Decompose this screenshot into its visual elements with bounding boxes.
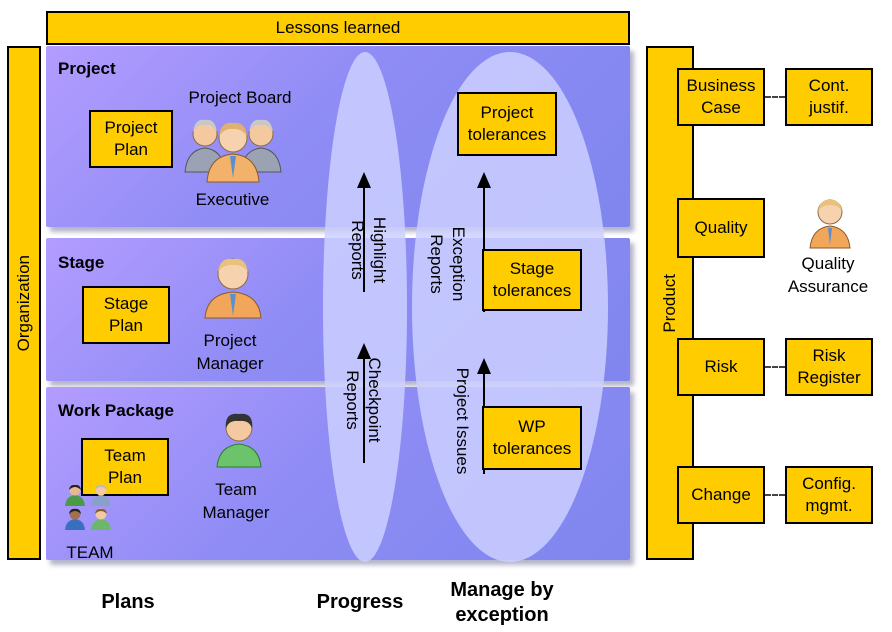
quality-assurance-label: Quality Assurance [787, 254, 869, 296]
stage-tolerances-box: Stage tolerances [482, 249, 582, 311]
cont-justif-box: Cont. justif. [785, 68, 873, 126]
lessons-learned-label: Lessons learned [275, 18, 401, 37]
change-connector [765, 494, 785, 496]
cont-justif-label: Cont. justif. [808, 76, 850, 117]
stage-plan-box: Stage Plan [82, 286, 170, 344]
highlight-reports-arrow [357, 172, 371, 292]
project-panel-title: Project [58, 59, 116, 78]
organization-label: Organization [14, 254, 33, 352]
progress-ellipse [323, 52, 407, 562]
team-label: TEAM [66, 543, 114, 562]
project-issues-label: Project Issues [453, 367, 472, 475]
highlight-reports-label: Highlight Reports [348, 216, 389, 284]
project-manager-label: Project Manager [196, 331, 264, 373]
business-case-box: Business Case [677, 68, 765, 126]
lessons-learned-bar: Lessons learned [46, 11, 630, 45]
stage-panel-title: Stage [58, 253, 105, 272]
project-board-icon [184, 119, 282, 183]
checkpoint-reports-label: Checkpoint Reports [343, 357, 384, 443]
project-plan-label: Project Plan [104, 118, 158, 159]
stage-plan-label: Stage Plan [103, 294, 149, 335]
risk-label: Risk [704, 357, 738, 376]
quality-box: Quality [677, 198, 765, 258]
change-label: Change [691, 485, 751, 504]
quality-label: Quality [694, 218, 748, 237]
business-case-label: Business Case [686, 76, 756, 117]
change-box: Change [677, 466, 765, 524]
work-package-panel-title: Work Package [58, 401, 174, 420]
risk-register-label: Risk Register [797, 346, 861, 387]
team-manager-label: Team Manager [202, 480, 270, 522]
stage-tolerances-label: Stage tolerances [492, 259, 572, 300]
manage-by-exception-label: Manage by exception [450, 579, 554, 626]
plans-column-label: Plans [101, 591, 155, 613]
product-label: Product [660, 273, 679, 333]
team-plan-label: Team Plan [104, 446, 146, 487]
team-plan-box: Team Plan [81, 438, 169, 496]
checkpoint-reports-arrow [357, 343, 371, 463]
progress-column-label: Progress [316, 591, 404, 613]
project-tolerances-box: Project tolerances [457, 92, 557, 156]
project-tolerances-label: Project tolerances [467, 103, 547, 144]
wp-tolerances-label: WP tolerances [492, 417, 572, 458]
executive-label: Executive [195, 190, 270, 209]
business-case-connector [765, 96, 785, 98]
project-manager-icon [204, 258, 262, 319]
risk-box: Risk [677, 338, 765, 396]
config-mgmt-label: Config. mgmt. [802, 474, 856, 515]
team-manager-icon [216, 413, 262, 468]
organization-bar: Organization [7, 46, 41, 560]
config-mgmt-box: Config. mgmt. [785, 466, 873, 524]
wp-tolerances-box: WP tolerances [482, 406, 582, 470]
risk-connector [765, 366, 785, 368]
team-icon [65, 484, 111, 530]
project-plan-box: Project Plan [89, 110, 173, 168]
exception-reports-label: Exception Reports [427, 226, 468, 302]
quality-assurance-icon [809, 199, 851, 249]
risk-register-box: Risk Register [785, 338, 873, 396]
project-board-label: Project Board [188, 88, 292, 107]
